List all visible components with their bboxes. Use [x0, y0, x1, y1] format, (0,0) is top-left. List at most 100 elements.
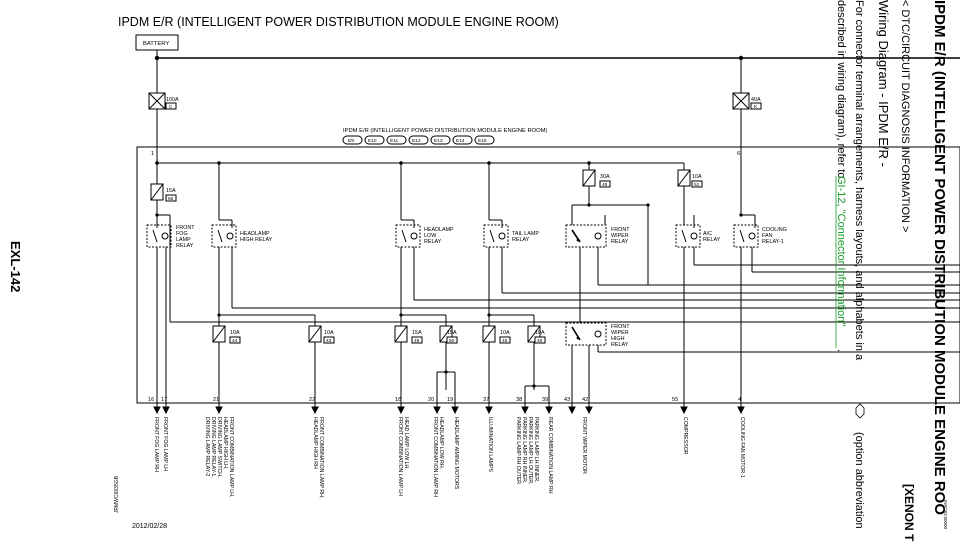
connector-info-link[interactable]: GI-12, "Connector Information" — [835, 176, 847, 348]
fuse-rating: 40A — [751, 97, 761, 103]
output-headlamp-aiming-motors: HEADLAMP AIMING MOTORS — [453, 417, 459, 490]
output-front-fog-lamp-rh: FRONT FOG LAMP RH — [153, 417, 159, 472]
terminal-37: 37 — [483, 397, 489, 403]
connector-e15: E15 — [478, 138, 487, 144]
terminal-38: 38 — [516, 397, 522, 403]
terminal-55: 55 — [672, 397, 678, 403]
fuse-rating: 15A — [166, 188, 176, 194]
output-18-line: FRONT COMBINATION LAMP LH — [397, 417, 403, 496]
relay-label: FAN — [762, 233, 773, 239]
fuse-code: 65 — [168, 196, 174, 202]
output-22-line: HEADLAMP HIGH RH — [312, 417, 318, 469]
diagram-date: 2012/02/28 — [132, 523, 167, 530]
connector-e11: E11 — [390, 138, 399, 144]
fuse-code: 44 — [232, 338, 238, 344]
relay-label: RELAY — [176, 243, 194, 249]
ac-relay: A/C RELAY — [675, 215, 721, 248]
body-line-1-cont: (option abbreviation — [853, 432, 865, 529]
output-21-line: HEADLAMP HIGH LH, — [222, 417, 228, 469]
relay-label: WIPER — [611, 330, 629, 336]
output-20-line: HEADLAMP LOW RH, — [438, 417, 444, 469]
fuse-rating: 10A — [535, 330, 545, 336]
terminal-16: 16 — [148, 397, 154, 403]
fuse-rating: 10A — [692, 174, 702, 180]
output-21-line: FRONT COMBINATION LAMP LH, — [228, 417, 234, 497]
diagram-code: JRMWC6835GB — [114, 475, 120, 513]
relay-label: FOG — [176, 231, 188, 237]
diagram-title: IPDM E/R (INTELLIGENT POWER DISTRIBUTION… — [118, 15, 559, 29]
page-number: EXL-142 — [8, 241, 23, 292]
connector-e9: E9 — [348, 138, 354, 144]
relay-label: HIGH — [611, 336, 625, 342]
fuse-code: 51 — [694, 182, 700, 188]
terminal-21: 21 — [213, 397, 219, 403]
relay-label: COOLING — [762, 227, 787, 233]
fuse-rating: 10A — [500, 330, 510, 336]
output-21-line: DRIVING LAMP RELAY-1, — [210, 417, 216, 478]
connector-e14: E14 — [456, 138, 465, 144]
terminal-22: 22 — [309, 397, 315, 403]
info-id: INFOID:00000 — [943, 500, 948, 530]
connector-e12: E12 — [412, 138, 421, 144]
fuse-code: 45 — [502, 338, 508, 344]
headlamp-low-relay: HEADLAMP LOW RELAY — [395, 220, 454, 248]
output-labels: FRONT FOG LAMP RH FRONT FOG LAMP LH FRON… — [153, 417, 745, 498]
relay-label: HIGH RELAY — [240, 237, 273, 243]
tail-lamp-relay: TAIL LAMP RELAY — [483, 220, 539, 248]
output-front-wiper-motor: FRONT WIPER MOTOR — [581, 417, 587, 474]
side-title: IPDM E/R (INTELLIGENT POWER DISTRIBUTION… — [931, 0, 948, 515]
terminal-20: 20 — [428, 397, 434, 403]
fuse-rating: 15A — [412, 330, 422, 336]
relay-label: HEADLAMP — [240, 231, 270, 237]
body-line-1: For connector terminal arrangements, har… — [853, 0, 865, 361]
body-line-2: described in wiring diagram), refer to — [835, 0, 847, 179]
output-illumination-lamps: ILLUMINATION LAMPS — [487, 417, 493, 472]
output-20-line: FRONT COMBINATION LAMP RH — [432, 417, 438, 497]
relay-label: LAMP — [176, 237, 191, 243]
module-title: IPDM E/R (INTELLIGENT POWER DISTRIBUTION… — [343, 128, 547, 134]
front-wiper-relay: FRONT WIPER RELAY — [565, 224, 630, 248]
fuse-rating: 10A — [230, 330, 240, 336]
connector-list: E9 E10 E11 E12 E13 E14 E15 — [342, 135, 495, 145]
connector-info-link-text[interactable]: GI-12, "Connector Information" — [835, 176, 847, 326]
option-symbol — [855, 403, 865, 419]
terminal-19: 19 — [447, 397, 453, 403]
relay-label: RELAY — [611, 239, 629, 245]
fuse-code: 50 — [449, 338, 455, 344]
terminal-43: 43 — [564, 397, 570, 403]
terminal-17: 17 — [161, 397, 167, 403]
output-18-line: HEAD LAMP LOW LH, — [403, 417, 409, 470]
relay-label: RELAY — [611, 342, 629, 348]
relay-label: A/C — [703, 231, 712, 237]
relay-label: RELAY — [424, 239, 442, 245]
fuse-rating: 30A — [600, 174, 610, 180]
relay-label: RELAY — [512, 237, 530, 243]
relay-label: HEADLAMP — [424, 227, 454, 233]
fuse-code: 48 — [602, 182, 608, 188]
relay-label: LOW — [424, 233, 437, 239]
relay-label: RELAY — [703, 237, 721, 243]
output-cooling-fan-motor-1: COOLING FAN MOTOR-1 — [739, 417, 745, 478]
terminal-18: 18 — [395, 397, 401, 403]
terminal-42: 42 — [582, 397, 588, 403]
terminal-4: 4 — [738, 397, 741, 403]
output-front-fog-lamp-lh: FRONT FOG LAMP LH — [162, 417, 168, 471]
cooling-fan-relay-1: COOLING FAN RELAY-1 — [733, 215, 787, 248]
relay-label: FRONT — [611, 324, 630, 330]
output-21-line: DRIVING LAMP RELAY-2 — [204, 417, 210, 476]
output-38-line: PARKING LAMP RH INNER, — [521, 417, 527, 483]
fuse-rating: 100A — [166, 97, 179, 103]
output-compressor: COMPRESSOR — [682, 417, 688, 455]
headlamp-high-relay: HEADLAMP HIGH RELAY — [211, 220, 273, 248]
relay-label: WIPER — [611, 233, 629, 239]
fuse-code: 49 — [414, 338, 420, 344]
battery-label: BATTERY — [143, 41, 169, 47]
front-fog-lamp-relay: FRONT FOG LAMP RELAY — [146, 215, 195, 249]
fuse-code: C — [169, 104, 173, 110]
relay-label: FRONT — [611, 227, 630, 233]
fuse-code: 46 — [537, 338, 543, 344]
terminal-1: 1 — [151, 151, 154, 157]
fuse-code: 43 — [326, 338, 332, 344]
